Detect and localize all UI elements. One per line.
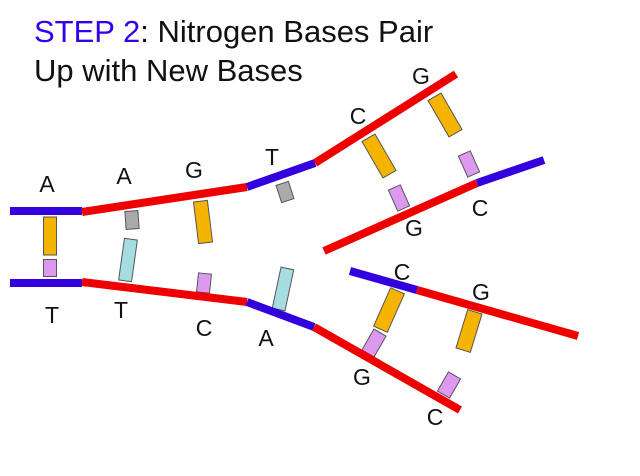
base-label-upper-branch-2: G [412,63,430,89]
base-label-top-strand-4: T [265,144,279,170]
title-line-2: Up with New Bases [34,53,303,88]
base-label-upper-branch-1: C [350,103,367,129]
base-top-a [124,210,140,230]
base-label-bottom-strand-3: C [196,315,213,341]
base-label-upper-branch-4: C [472,195,489,221]
base-label-top-strand-3: G [185,157,203,183]
base-upper-template-g [427,92,463,138]
base-upper-new-c [457,150,481,178]
base-label-bottom-strand-2: T [114,297,128,323]
base-top-t [275,180,295,204]
title-line-1-rest: : Nitrogen Bases Pair [140,14,434,49]
base-label-bottom-strand-4: A [258,325,274,351]
page-title: STEP 2: Nitrogen Bases Pair Up with New … [34,12,433,90]
backbone-lower-template-red [312,323,462,414]
backbone-lower-new-red [415,286,580,340]
base-label-lower-branch-4: C [427,404,444,430]
base-left-pair-upper [43,216,57,256]
base-left-pair-lower [43,259,57,277]
base-lower-template-c [436,371,462,399]
base-label-top-strand-2: A [116,163,132,189]
backbone-top-blue [245,159,317,191]
backbone-bottom-red [81,278,248,306]
base-label-lower-branch-1: C [394,259,411,285]
backbone-bottom-blue [245,298,316,331]
base-lower-new-c [372,287,406,333]
base-label-bottom-strand-1: T [45,302,59,328]
backbone-lower-new-blue [348,267,419,294]
base-upper-template-c [361,133,397,179]
base-lower-new-g [455,309,483,353]
base-upper-new-g [387,184,411,212]
backbone-top-red [81,183,248,216]
backbone-upper-new-blue [475,156,546,187]
base-label-lower-branch-3: G [353,364,371,390]
base-label-top-strand-1: A [39,171,55,197]
base-bottom-t [118,237,138,283]
base-bottom-a [271,266,295,312]
base-top-g [192,199,214,245]
base-label-upper-branch-3: G [405,215,423,241]
title-step-label: STEP 2 [34,14,141,49]
backbone-upper-template-red [312,70,459,167]
base-label-lower-branch-2: G [472,279,490,305]
backbone-upper-new-red [322,179,479,255]
title-line-1: STEP 2: Nitrogen Bases Pair [34,12,433,51]
base-bottom-c [195,272,213,294]
